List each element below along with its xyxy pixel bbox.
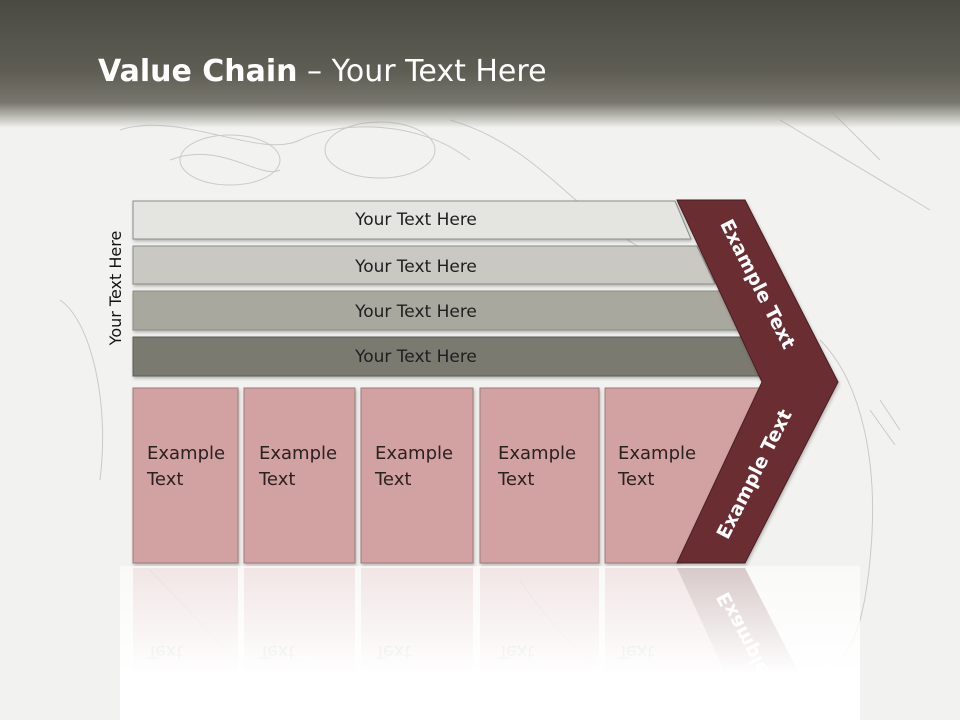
bars-group: Your Text Here Your Text Here Your Text … bbox=[132, 200, 764, 377]
cell-2-line1: Example bbox=[259, 443, 337, 464]
cell-3-line2: Text bbox=[374, 469, 411, 490]
cells-group: Example Text Example Text Example Text E… bbox=[132, 387, 761, 564]
bar-1 bbox=[132, 200, 692, 240]
reflection-fade bbox=[120, 566, 860, 720]
slide-title: Value Chain – Your Text Here bbox=[98, 54, 547, 89]
cell-2 bbox=[243, 387, 356, 564]
cell-4-line2: Text bbox=[497, 469, 534, 490]
side-label: Your Text Here bbox=[106, 231, 125, 347]
cell-3-line1: Example bbox=[375, 443, 453, 464]
bar-2 bbox=[132, 245, 716, 285]
bar-3-label: Your Text Here bbox=[354, 302, 477, 322]
title-bold: Value Chain bbox=[98, 54, 298, 89]
cell-4 bbox=[479, 387, 600, 564]
arrow-chevron bbox=[676, 199, 839, 564]
bar-1-label: Your Text Here bbox=[354, 210, 477, 230]
bar-2-label: Your Text Here bbox=[354, 257, 477, 277]
cell-5-line1: Example bbox=[618, 443, 696, 464]
cell-1 bbox=[132, 387, 239, 564]
cell-3 bbox=[360, 387, 474, 564]
cell-2-line2: Text bbox=[258, 469, 295, 490]
title-bar bbox=[0, 0, 960, 128]
cell-1-line1: Example bbox=[147, 443, 225, 464]
cell-4-line1: Example bbox=[498, 443, 576, 464]
cell-5-line2: Text bbox=[617, 469, 654, 490]
title-rest: – Your Text Here bbox=[297, 54, 547, 89]
cell-1-line2: Text bbox=[146, 469, 183, 490]
bar-4-label: Your Text Here bbox=[354, 347, 477, 367]
